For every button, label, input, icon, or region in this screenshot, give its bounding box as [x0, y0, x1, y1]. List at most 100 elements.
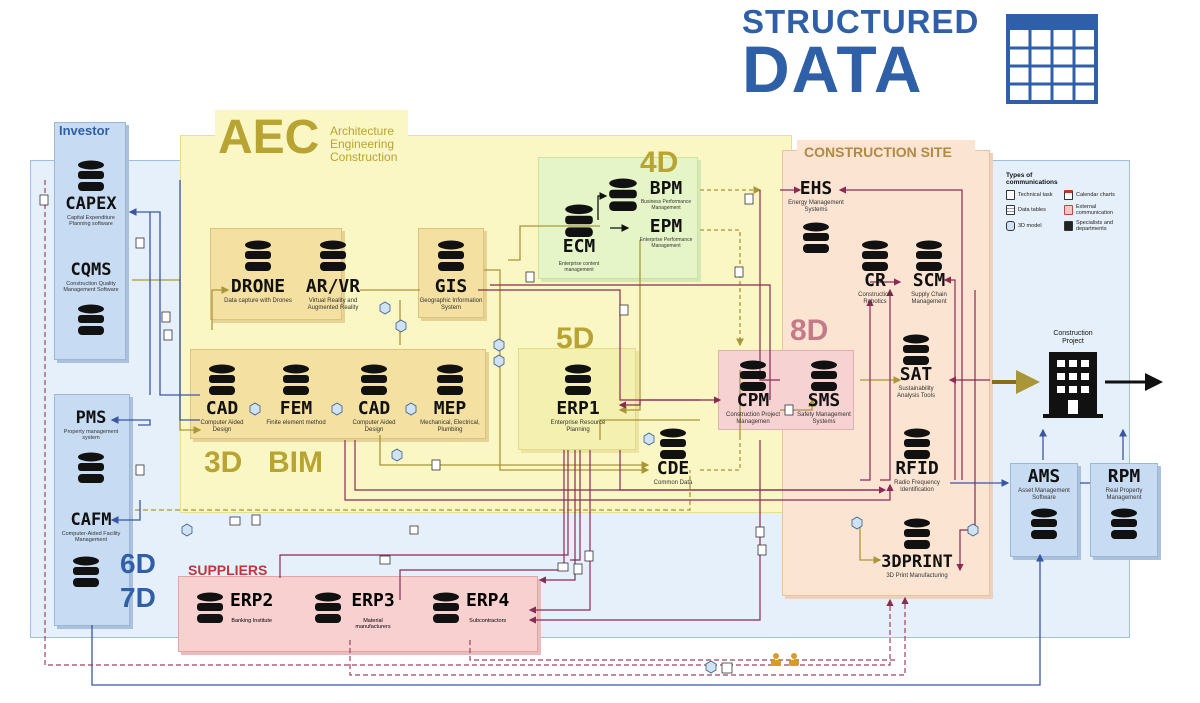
- ehs-node[interactable]: EHS Energy Management Systems: [786, 180, 846, 254]
- gis-node[interactable]: GIS Geographic Information System: [418, 240, 484, 312]
- sat-sub: Sustainability Analysis Tools: [897, 386, 935, 399]
- print3d-node[interactable]: 3DPRINT 3D Print Manufacturing: [872, 518, 962, 580]
- database-icon: [811, 360, 837, 391]
- epm-sub: Enterprise Performance Management: [639, 237, 693, 249]
- database-icon: [78, 304, 104, 335]
- document-icon: [1006, 190, 1015, 201]
- bpm-title: BPM: [649, 178, 683, 199]
- fem-sub: Finite element method: [266, 420, 326, 426]
- legend: Types of communications Technical task C…: [1006, 172, 1126, 232]
- capex-node[interactable]: CAPEX Capital Expenditure Planning softw…: [56, 160, 126, 228]
- erp2-title: ERP2: [230, 590, 274, 611]
- pms-node[interactable]: PMS Property management system: [56, 410, 126, 484]
- cad2-title: CAD: [357, 398, 391, 419]
- erp3-sub: Material manufacturers: [355, 618, 391, 630]
- capex-title: CAPEX: [65, 194, 117, 214]
- database-icon: [361, 364, 387, 395]
- mep-node[interactable]: MEP Mechanical, Electrical, Plumbing: [418, 364, 482, 434]
- erp4-node[interactable]: ERP4 Subcontractors: [432, 592, 528, 638]
- cafm-node[interactable]: CAFM Computer-Aided Facility Management: [56, 512, 126, 544]
- erp1-node[interactable]: ERP1 Enterprise Resource Planning: [540, 364, 616, 434]
- people-icon: [1064, 221, 1073, 232]
- sms-node[interactable]: SMS Safety Management Systems: [794, 360, 854, 426]
- cr-node[interactable]: CR Construction Robotics: [852, 240, 898, 306]
- database-icon: [565, 204, 593, 237]
- ehs-title: EHS: [799, 178, 833, 199]
- gis-title: GIS: [434, 276, 468, 297]
- aec-word-3: Construction: [330, 150, 398, 165]
- site-label: CONSTRUCTION SITE: [804, 144, 952, 160]
- database-icon: [1111, 508, 1137, 539]
- rpm-sub: Real Property Management: [1105, 488, 1143, 501]
- investor-lower-zone: [54, 394, 130, 626]
- capex-sub: Capital Expenditure Planning software: [66, 215, 115, 228]
- drone-title: DRONE: [230, 276, 286, 297]
- erp2-sub: Banking Institute: [231, 618, 273, 624]
- mep-title: MEP: [433, 398, 467, 419]
- pms-sub: Property management system: [63, 429, 119, 442]
- construction-project-node[interactable]: Construction Project: [1040, 328, 1106, 420]
- database-icon: [283, 364, 309, 395]
- aec-big-label: AEC: [218, 111, 320, 164]
- cr-title: CR: [864, 270, 886, 291]
- eightd-label: 8D: [790, 314, 829, 347]
- rpm-node[interactable]: RPM Real Property Management: [1092, 468, 1156, 540]
- database-icon: [197, 592, 223, 623]
- erp2-node[interactable]: ERP2 Banking Institute: [196, 592, 292, 638]
- ecm-node[interactable]: ECM Enterprise content management: [546, 204, 612, 274]
- building-icon: [1043, 352, 1103, 419]
- erp1-sub: Enterprise Resource Planning: [550, 420, 606, 433]
- legend-item: Specialists and departments: [1064, 220, 1124, 232]
- cde-node[interactable]: CDE Common Data: [646, 428, 700, 487]
- cad2-node[interactable]: CAD Computer Aided Design: [344, 364, 404, 434]
- bpm-sub: Business Performance Management: [640, 199, 692, 211]
- arvr-title: AR/VR: [305, 276, 361, 297]
- arvr-node[interactable]: AR/VR Virtual Reality and Augmented Real…: [294, 240, 372, 312]
- erp3-title: ERP3: [351, 590, 395, 611]
- cafm-sub: Computer-Aided Facility Management: [61, 531, 121, 544]
- drone-node[interactable]: DRONE Data capture with Drones: [222, 240, 294, 305]
- arvr-sub: Virtual Reality and Augmented Reality: [307, 298, 359, 311]
- bim-upper-zone: [210, 228, 342, 320]
- legend-item: 3D model: [1006, 220, 1064, 232]
- fem-title: FEM: [279, 398, 313, 419]
- cad1-sub: Computer Aided Design: [200, 420, 244, 433]
- database-icon: [862, 240, 888, 271]
- aec-title-bg: [215, 110, 408, 168]
- ams-node[interactable]: AMS Asset Management Software: [1012, 468, 1076, 540]
- suppliers-zone: [178, 576, 538, 652]
- scm-node[interactable]: SCM Supply Chain Management: [900, 240, 958, 306]
- cqms-sub: Construction Quality Management Software: [63, 281, 119, 294]
- epm-node[interactable]: EPM Enterprise Performance Management: [636, 218, 696, 250]
- database-icon: [803, 222, 829, 253]
- cad2-sub: Computer Aided Design: [352, 420, 396, 433]
- title-line2: DATA: [742, 32, 924, 106]
- rfid-node[interactable]: RFID Radio Frequency Identification: [886, 428, 948, 494]
- table-icon: [1006, 205, 1015, 216]
- investor-label: Investor: [59, 123, 110, 138]
- cad1-node[interactable]: CAD Computer Aided Design: [192, 364, 252, 434]
- project-title: Construction Project: [1053, 330, 1093, 346]
- ehs-sub: Energy Management Systems: [788, 200, 844, 213]
- ecm-title: ECM: [562, 236, 596, 257]
- bpm-node[interactable]: BPM Business Performance Management: [636, 180, 696, 212]
- legend-title: Types of communications: [1006, 172, 1058, 187]
- database-icon: [904, 428, 930, 459]
- database-icon: [78, 160, 104, 191]
- envelope-icon: [1064, 205, 1073, 216]
- cpm-node[interactable]: CPM Construction Project Managemen: [720, 360, 786, 426]
- title-line1: STRUCTURED: [742, 3, 980, 40]
- erp4-sub: Subcontractors: [469, 618, 507, 624]
- sat-node[interactable]: SAT Sustainability Analysis Tools: [888, 334, 944, 400]
- erp3-node[interactable]: ERP3 Material manufacturers: [314, 592, 414, 638]
- sms-title: SMS: [807, 390, 841, 411]
- sat-title: SAT: [899, 364, 933, 385]
- mep-sub: Mechanical, Electrical, Plumbing: [420, 420, 480, 433]
- cube-icon: [1006, 221, 1015, 232]
- sevend-label: 7D: [120, 582, 156, 613]
- database-icon: [78, 452, 104, 483]
- fived-label: 5D: [556, 322, 595, 355]
- print3d-title: 3DPRINT: [881, 552, 953, 572]
- fem-node[interactable]: FEM Finite element method: [266, 364, 326, 427]
- cqms-node[interactable]: CQMS Construction Quality Management Sof…: [56, 262, 126, 336]
